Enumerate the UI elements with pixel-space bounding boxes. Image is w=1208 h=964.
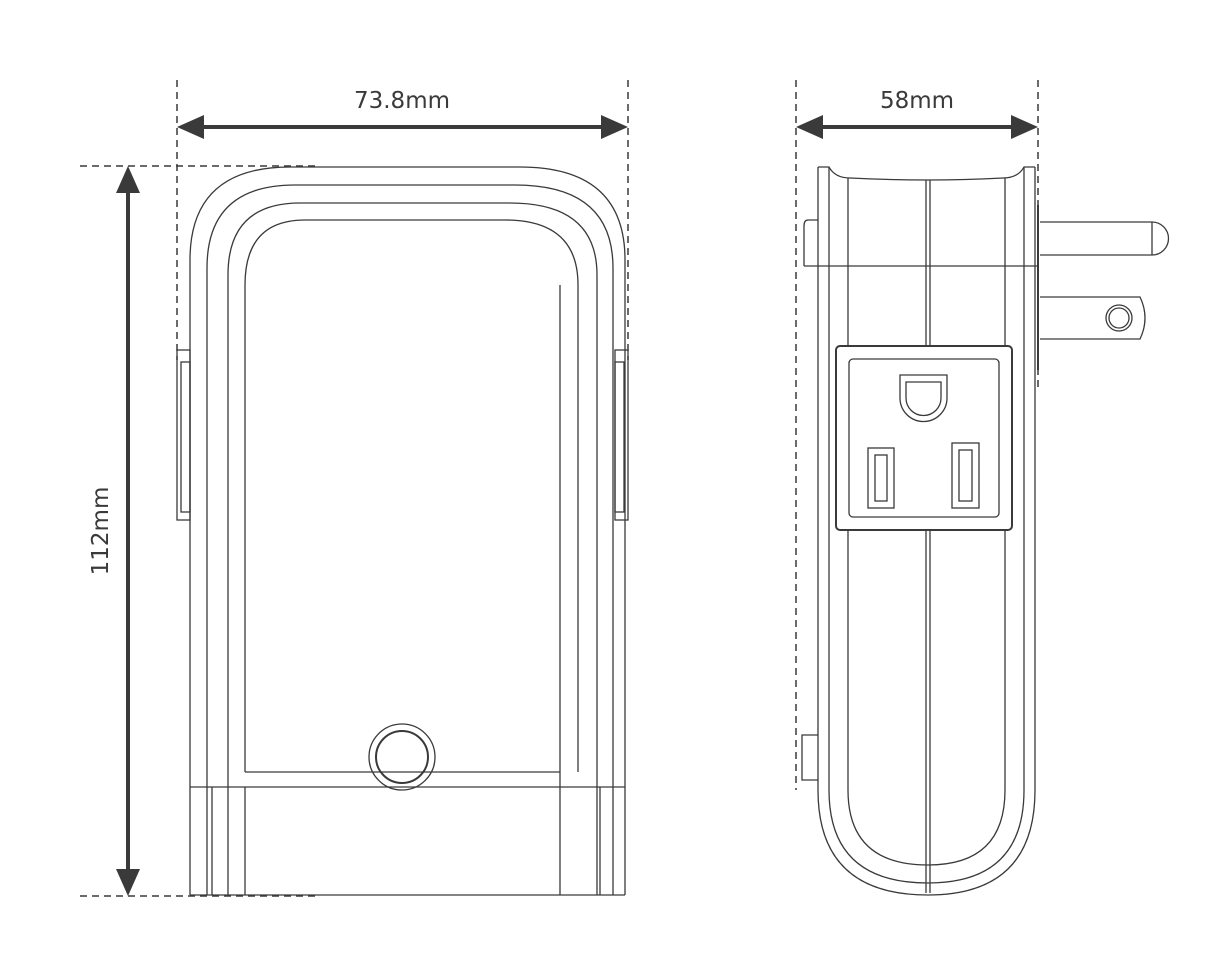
front-view	[176, 166, 629, 896]
width-arrow-front	[177, 115, 628, 139]
outlet-socket	[835, 345, 1013, 531]
height-arrow	[116, 166, 140, 896]
width-front-label: 73.8mm	[354, 88, 450, 114]
width-arrow-side	[796, 115, 1038, 139]
plug-prong-round	[1040, 221, 1170, 256]
button-outer-ring	[368, 723, 436, 791]
plug-prong-flat	[1040, 296, 1146, 340]
button-icon	[375, 730, 429, 784]
width-side-label: 58mm	[880, 88, 954, 114]
side-view	[801, 166, 1170, 896]
height-label: 112mm	[88, 487, 114, 576]
